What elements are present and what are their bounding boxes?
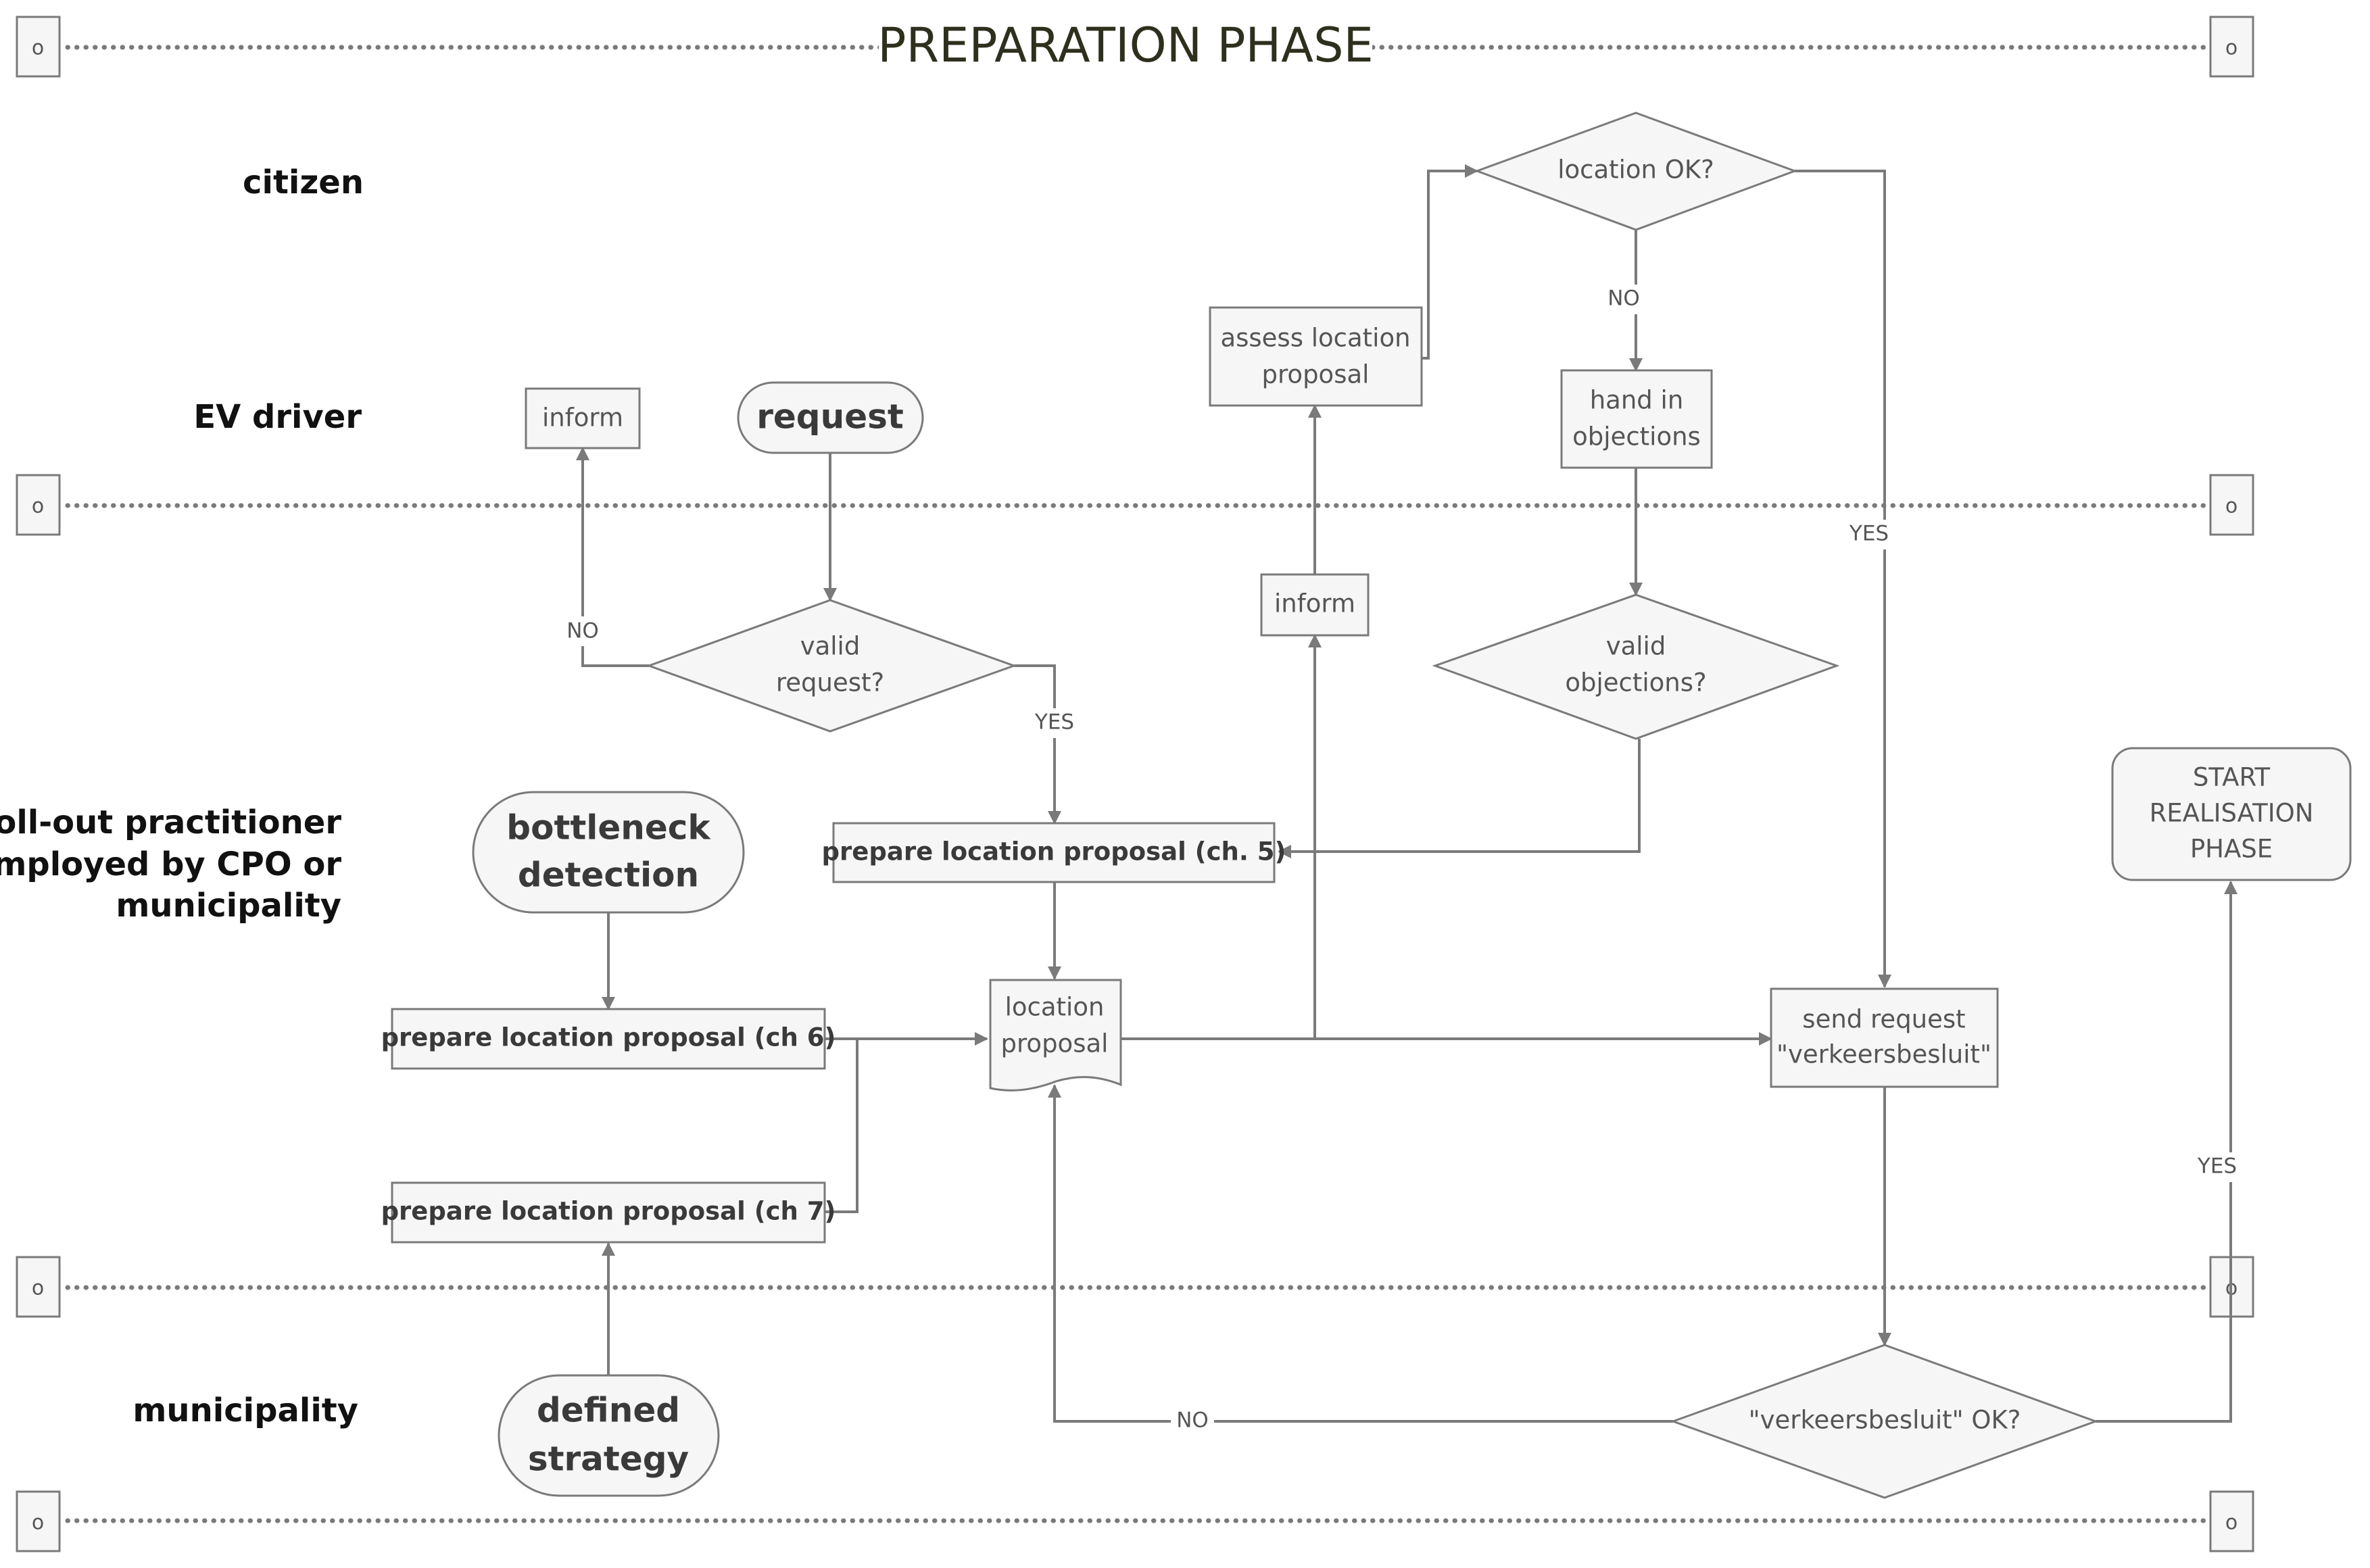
lane-label-practitioner-line3: municipality <box>116 887 341 925</box>
node-send-request: send request "verkeersbesluit" <box>1770 987 1999 1088</box>
node-label-line2: REALISATION <box>2150 799 2314 828</box>
node-inform-mid: inform <box>1260 573 1370 637</box>
node-assess-location-proposal: assess location proposal <box>1209 306 1423 407</box>
node-label-line2: "verkeersbesluit" <box>1776 1040 1991 1069</box>
node-label-line1: assess location <box>1220 324 1410 353</box>
marker-label: o <box>32 1511 44 1535</box>
node-label-line1: START <box>2193 763 2271 792</box>
node-prepare-ch7: prepare location proposal (ch 7) <box>381 1181 836 1244</box>
node-label: inform <box>1274 589 1355 618</box>
node-valid-request: valid request? <box>646 599 1017 733</box>
edge-location-ok-yes <box>1795 170 1891 988</box>
edge-labels: NO YES NO YES NO YES <box>561 285 2242 1436</box>
lane-label-practitioner-line1: roll-out practitioner <box>0 804 341 841</box>
node-label-line2: strategy <box>528 1440 689 1479</box>
swimlane-separators <box>65 45 2213 1523</box>
marker-label: o <box>2225 36 2238 60</box>
node-label-line1: bottleneck <box>506 808 711 848</box>
node-prepare-ch5: prepare location proposal (ch. 5) <box>822 822 1286 883</box>
node-label: inform <box>542 403 623 433</box>
edge-label-no: NO <box>1607 287 1640 311</box>
node-label: "verkeersbesluit" OK? <box>1749 1406 2021 1435</box>
marker-box <box>16 1256 61 1318</box>
node-label: prepare location proposal (ch 7) <box>381 1197 836 1226</box>
node-location-proposal: location proposal <box>989 979 1122 1092</box>
marker-box <box>2209 1490 2254 1552</box>
edge-label-no: NO <box>1176 1408 1209 1433</box>
phase-title: PREPARATION PHASE <box>877 18 1373 73</box>
marker-label: o <box>32 1277 44 1300</box>
marker-box <box>16 1490 61 1552</box>
lane-label-ev-driver: EV driver <box>193 398 362 436</box>
title-background <box>879 14 1372 81</box>
node-label: request <box>756 397 904 437</box>
marker-box <box>2209 474 2254 536</box>
node-inform-top: inform <box>525 387 641 449</box>
node-label-line2: objections? <box>1565 668 1706 697</box>
node-label-line1: location <box>1005 993 1105 1022</box>
edge-verkeersbesluit-no <box>1048 1084 1673 1423</box>
edge-label-no: NO <box>566 619 599 643</box>
lane-label-citizen: citizen <box>243 164 364 201</box>
node-label-line1: valid <box>800 632 861 661</box>
node-request: request <box>737 381 924 454</box>
node-bottleneck-detection: bottleneck detection <box>472 791 745 914</box>
edge-valid-objections-to-prep-ch5 <box>1278 739 1641 858</box>
node-label-line2: objections <box>1572 422 1701 451</box>
edge-assess-to-location-ok <box>1422 164 1478 360</box>
node-verkeersbesluit-ok: "verkeersbesluit" OK? <box>1670 1344 2099 1499</box>
marker-label: o <box>2225 1511 2238 1535</box>
marker-label: o <box>2225 495 2238 518</box>
node-valid-objections: valid objections? <box>1432 593 1840 740</box>
lane-labels: citizen EV driver roll-out practitioner … <box>0 164 364 1429</box>
node-label-line1: hand in <box>1590 386 1684 415</box>
marker-box <box>2209 16 2254 78</box>
lane-label-municipality: municipality <box>132 1392 358 1429</box>
node-prepare-ch6: prepare location proposal (ch 6) <box>381 1008 836 1070</box>
node-start-realisation-phase: START REALISATION PHASE <box>2111 747 2352 881</box>
node-label-line2: request? <box>776 668 884 697</box>
node-label: location OK? <box>1557 155 1714 185</box>
edge-valid-request-yes <box>1014 664 1061 825</box>
node-defined-strategy: defined strategy <box>498 1374 720 1497</box>
node-label-line2: detection <box>518 856 699 895</box>
node-hand-in-objections: hand in objections <box>1560 369 1713 469</box>
node-label-line1: valid <box>1606 632 1666 661</box>
node-label-line2: proposal <box>1262 360 1370 389</box>
edge-prep-ch7-join <box>825 1039 858 1213</box>
node-label-line1: defined <box>537 1391 680 1430</box>
edge-label-yes: YES <box>1034 710 1074 735</box>
connectors <box>576 164 2238 1423</box>
node-label-line3: PHASE <box>2190 835 2273 864</box>
node-label: prepare location proposal (ch. 5) <box>822 837 1286 866</box>
separator-markers: o o o o o o o o <box>16 16 2254 1552</box>
edge-verkeersbesluit-yes <box>2096 881 2238 1423</box>
lane-label-practitioner-line2: employed by CPO or <box>0 846 341 883</box>
edge-valid-request-no <box>576 447 649 667</box>
marker-box <box>16 474 61 536</box>
edge-label-yes: YES <box>2197 1154 2237 1179</box>
marker-box <box>16 16 61 78</box>
edge-label-yes: YES <box>1849 522 1889 546</box>
node-label: prepare location proposal (ch 6) <box>381 1023 836 1052</box>
node-label-line1: send request <box>1802 1005 1965 1034</box>
node-location-ok: location OK? <box>1474 112 1798 231</box>
node-label-line2: proposal <box>1001 1029 1109 1058</box>
marker-label: o <box>32 495 44 518</box>
marker-label: o <box>32 36 44 60</box>
